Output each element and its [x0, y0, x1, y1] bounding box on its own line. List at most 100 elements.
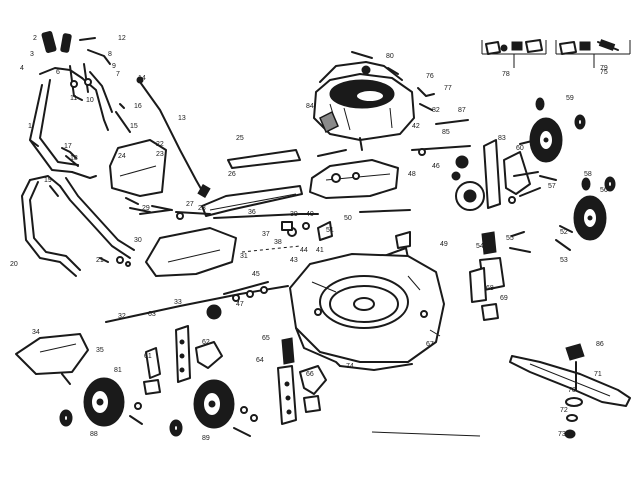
callout-89: 89	[202, 435, 210, 442]
callout-46: 46	[432, 163, 440, 170]
discharge-deflector	[145, 227, 237, 277]
callout-26: 26	[228, 171, 236, 178]
discharge-chute	[201, 149, 303, 217]
mower-blade	[509, 355, 631, 407]
handle-grip-knob	[41, 30, 111, 65]
callout-12: 12	[118, 35, 126, 42]
callout-53: 53	[560, 257, 568, 264]
callout-33: 33	[174, 299, 182, 306]
handle-hardware	[61, 147, 131, 267]
callout-57: 57	[548, 183, 556, 190]
callout-labels: 2 3 4 12 8 9 7 6 11 10 1 16 15 13 14 17 …	[10, 35, 608, 442]
callout-37: 37	[262, 231, 270, 238]
callout-47: 47	[236, 301, 244, 308]
callout-25: 25	[236, 135, 244, 142]
callout-50: 50	[344, 215, 352, 222]
callout-20: 20	[10, 261, 18, 268]
callout-14: 14	[138, 75, 146, 82]
callout-63: 63	[148, 311, 156, 318]
callout-76: 76	[426, 73, 434, 80]
callout-29: 29	[142, 205, 150, 212]
engine	[313, 51, 415, 151]
callout-87: 87	[458, 107, 466, 114]
drive-linkage	[469, 231, 531, 321]
right-rear-wheel-top	[529, 97, 586, 163]
callout-21: 21	[96, 257, 104, 264]
center-hardware	[139, 209, 333, 253]
callout-31: 31	[240, 253, 248, 260]
callout-71: 71	[594, 371, 602, 378]
callout-13: 13	[178, 115, 186, 122]
callout-3: 3	[30, 51, 34, 58]
control-cable	[136, 76, 211, 199]
callout-79: 79	[600, 65, 608, 72]
callout-74: 74	[346, 363, 354, 370]
callout-16: 16	[134, 103, 142, 110]
callout-85: 85	[442, 129, 450, 136]
right-front-wheel	[555, 176, 616, 251]
callout-58: 58	[584, 171, 592, 178]
callout-35: 35	[96, 347, 104, 354]
drive-bracket	[483, 139, 539, 209]
callout-45: 45	[252, 271, 260, 278]
callout-54: 54	[476, 243, 484, 250]
callout-30: 30	[134, 237, 142, 244]
callout-59: 59	[566, 95, 574, 102]
callout-48: 48	[408, 171, 416, 178]
front-height-adjuster	[143, 325, 223, 395]
blade-adapter	[564, 343, 585, 439]
callout-22: 22	[156, 141, 164, 148]
lower-handle	[21, 175, 135, 277]
wheel-axle-bolts	[129, 415, 251, 437]
callout-72: 72	[560, 407, 568, 414]
left-front-wheel	[193, 379, 235, 429]
callout-84: 84	[306, 103, 314, 110]
callout-42: 42	[412, 123, 420, 130]
callout-64: 64	[256, 357, 264, 364]
callout-27: 27	[186, 201, 194, 208]
handle-brackets	[69, 63, 131, 133]
callout-6: 6	[56, 69, 60, 76]
callout-28: 28	[198, 205, 206, 212]
left-rear-wheel	[83, 377, 125, 427]
callout-83: 83	[498, 135, 506, 142]
callout-67: 67	[426, 341, 434, 348]
center-height-adjuster	[277, 337, 327, 425]
wheel-hubcaps	[59, 402, 258, 437]
callout-80: 80	[386, 53, 394, 60]
callout-86: 86	[596, 341, 604, 348]
callout-81: 81	[114, 367, 122, 374]
callout-44: 44	[300, 247, 308, 254]
callout-61: 61	[144, 353, 152, 360]
callout-39: 39	[290, 211, 298, 218]
rear-baffle	[309, 149, 411, 213]
callout-8: 8	[108, 51, 112, 58]
callout-11: 11	[70, 95, 77, 102]
callout-38: 38	[274, 239, 282, 246]
engine-controls	[411, 87, 471, 156]
rear-shield	[109, 139, 173, 213]
callout-40: 40	[306, 211, 314, 218]
callout-65: 65	[262, 335, 270, 342]
callout-66: 66	[306, 371, 314, 378]
callout-19: 19	[44, 177, 52, 184]
callout-36: 36	[248, 209, 256, 216]
callout-69: 69	[500, 295, 508, 302]
mower-deck	[289, 253, 445, 371]
callout-60: 60	[516, 145, 524, 152]
callout-23: 23	[156, 151, 164, 158]
callout-10: 10	[86, 97, 94, 104]
callout-77: 77	[444, 85, 452, 92]
callout-82: 82	[432, 107, 440, 114]
callout-75: 75	[600, 69, 608, 76]
callout-56: 56	[600, 187, 608, 194]
kit-inset-left	[481, 39, 547, 68]
drive-gear	[451, 155, 485, 211]
rear-axle-parts	[206, 281, 269, 320]
callout-17: 17	[64, 143, 72, 150]
grass-deflector-lower	[15, 333, 89, 385]
callout-73: 73	[558, 431, 566, 438]
callout-18: 18	[70, 155, 78, 162]
callout-70: 70	[568, 387, 576, 394]
